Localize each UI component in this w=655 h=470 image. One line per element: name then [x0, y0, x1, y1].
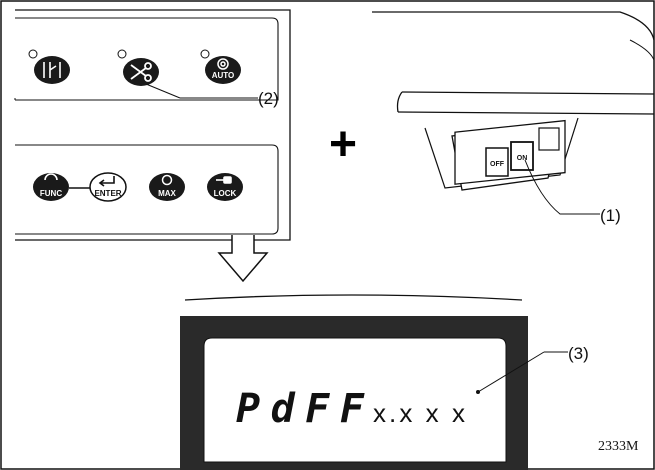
- callout-1-leader: [524, 159, 600, 215]
- switch-window: [538, 127, 560, 151]
- control-panel: [14, 9, 291, 241]
- panel-lower-section: [15, 144, 279, 235]
- max-button-label: MAX: [158, 189, 176, 198]
- lock-button[interactable]: LOCK: [207, 173, 243, 201]
- func-button-body: [33, 173, 69, 201]
- max-button[interactable]: MAX: [149, 173, 185, 201]
- callout-2-leader: [145, 83, 181, 99]
- callout-3-dot: [476, 390, 480, 394]
- threader-button-body: [34, 56, 70, 84]
- off-switch-body: [485, 147, 509, 177]
- lcd-screen: [203, 337, 507, 463]
- panel-outline: [15, 9, 291, 241]
- lock-button-label: LOCK: [214, 189, 237, 198]
- max-gauge-icon: [161, 174, 173, 186]
- down-arrow-icon: [217, 235, 269, 283]
- auto-icon: [217, 58, 229, 70]
- func-button-label: FUNC: [40, 189, 62, 198]
- power-switch-plate: [454, 119, 566, 185]
- enter-button-body: [89, 172, 127, 202]
- lcd-display: PdFF x.x x x: [180, 294, 528, 470]
- callout-1-label: (1): [600, 206, 621, 225]
- on-switch-body: [510, 141, 534, 171]
- auto-led-icon: [200, 49, 210, 59]
- max-button-body: [149, 173, 185, 201]
- auto-button-body: [205, 56, 241, 84]
- scissors-icon: [130, 62, 152, 82]
- enter-button[interactable]: ENTER: [89, 172, 127, 202]
- func-rotate-icon: [44, 173, 58, 181]
- thread-trimmer-button[interactable]: [117, 49, 159, 86]
- trimmer-led-icon: [117, 49, 127, 59]
- enter-button-label: ENTER: [94, 189, 121, 198]
- off-switch[interactable]: OFF: [485, 147, 509, 177]
- off-switch-label: OFF: [490, 161, 505, 168]
- on-switch-label: ON: [517, 155, 528, 162]
- plus-sign: +: [329, 118, 357, 171]
- callout-3-leader: [477, 351, 545, 393]
- panel-upper-section: [15, 17, 279, 101]
- threader-icon: [43, 62, 61, 78]
- figure-number: 2333M: [598, 439, 639, 454]
- callout-3-label: (3): [568, 344, 589, 363]
- callout-2-label: (2): [258, 89, 279, 108]
- threader-led-icon: [28, 49, 38, 59]
- on-switch[interactable]: ON: [510, 141, 534, 171]
- auto-button-label: AUTO: [212, 71, 235, 80]
- key-icon: [216, 176, 232, 184]
- auto-button[interactable]: AUTO: [200, 49, 241, 84]
- threader-button[interactable]: [28, 49, 70, 84]
- enter-arrow-icon: [98, 176, 115, 187]
- power-switch[interactable]: OFF ON: [454, 119, 566, 185]
- func-button[interactable]: FUNC: [33, 173, 69, 201]
